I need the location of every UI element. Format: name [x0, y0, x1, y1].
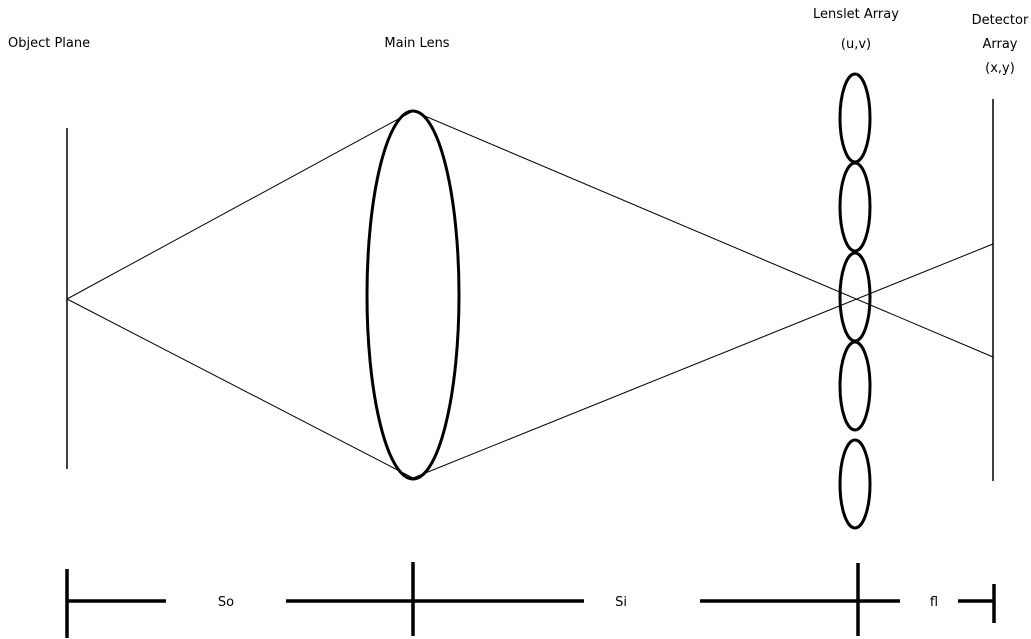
- lenslet-5: [838, 438, 872, 530]
- detector-array-label: Detector: [972, 13, 1029, 28]
- ray-object-to-lens-bottom: [66, 298, 414, 479]
- detector-array-label-2: Array: [982, 37, 1017, 52]
- lenslet-1: [838, 72, 872, 164]
- ray-lens-bottom-to-detector: [412, 243, 994, 479]
- object-plane-label: Object Plane: [8, 36, 90, 51]
- lenslet-4: [838, 340, 872, 432]
- ray-object-to-lens-top: [66, 110, 414, 300]
- lenslet-3: [838, 251, 872, 343]
- lenslet-2: [838, 161, 872, 253]
- lenslet-array-label: Lenslet Array: [813, 7, 899, 22]
- dimension-bar: [65, 562, 996, 638]
- main-lens-shape: [365, 109, 461, 481]
- lenslet-array-coords-label: (u,v): [841, 37, 871, 52]
- main-lens-label: Main Lens: [384, 36, 449, 51]
- object-distance-label: So: [218, 595, 234, 610]
- detector-array-coords-label: (x,y): [985, 61, 1015, 76]
- lenslet-focal-length-label: fl: [930, 595, 938, 610]
- ray-lens-top-to-detector: [412, 110, 994, 358]
- image-distance-label: Si: [615, 595, 627, 610]
